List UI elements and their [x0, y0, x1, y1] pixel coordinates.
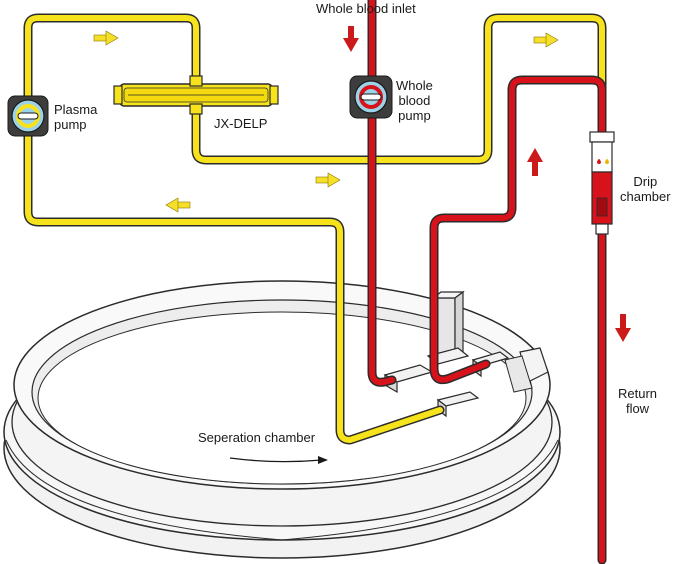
whole-blood-inlet-label: Whole blood inlet	[316, 1, 416, 16]
whole-blood-pump-icon	[349, 75, 393, 119]
rotation-arrow-icon	[229, 456, 328, 464]
return-flow-label-line1: Return	[618, 386, 658, 401]
whole-blood-pump-label: Whole blood pump	[396, 78, 433, 123]
arrow-up-icon	[527, 148, 543, 176]
separation-chamber-label: Seperation chamber	[198, 430, 316, 445]
arrow-right-icon	[93, 30, 119, 46]
drip-chamber-label-line1: Drip	[633, 174, 658, 189]
return-flow-label: Return flow	[618, 386, 657, 416]
arrow-down-icon	[343, 26, 359, 52]
whole-blood-pump-label-line2: blood	[398, 93, 431, 108]
arrow-right-icon	[315, 172, 341, 188]
drip-chamber-label-line2: chamber	[620, 189, 671, 204]
arrow-right-icon	[533, 32, 559, 48]
plasma-pump-label-line2: pump	[54, 117, 87, 132]
drip-chamber-label: Drip chamber	[620, 174, 671, 204]
plasma-flow-arrows	[93, 30, 559, 213]
whole-blood-pump-label-line1: Whole	[396, 78, 433, 93]
arrow-down-icon	[615, 314, 631, 342]
plasma-tubing	[23, 13, 607, 445]
plasma-filter-icon	[113, 75, 279, 115]
blood-flow-arrows	[343, 26, 631, 342]
drip-chamber-icon	[589, 131, 615, 235]
plasma-pump-label: Plasma pump	[54, 102, 97, 132]
blood-tubing	[367, 0, 607, 564]
separation-chamber	[3, 280, 561, 559]
filter-label: JX-DELP	[214, 116, 268, 131]
return-flow-label-line2: flow	[625, 401, 650, 416]
whole-blood-pump-label-line3: pump	[398, 108, 431, 123]
plasma-pump-label-line1: Plasma	[54, 102, 98, 117]
plasma-pump-icon	[7, 95, 49, 137]
arrow-left-icon	[165, 197, 191, 213]
